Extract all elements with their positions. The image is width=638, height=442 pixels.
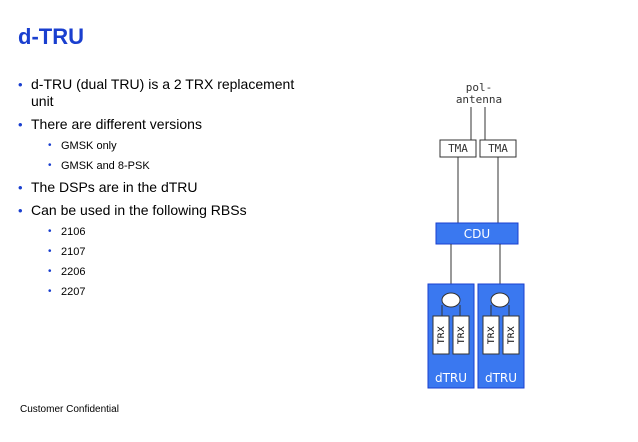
footer-confidential: Customer Confidential: [20, 404, 119, 415]
dtru-left-combiner: [441, 292, 461, 308]
bullet-dsps: The DSPs are in the dTRU: [18, 179, 338, 196]
slide-title: d-TRU: [18, 24, 84, 49]
trx-box-1: [432, 315, 450, 355]
sub-bullet-2207: 2207: [18, 285, 338, 299]
trx-box-2: [452, 315, 470, 355]
bullet-list: d-TRU (dual TRU) is a 2 TRX replacement …: [18, 76, 338, 305]
trx-label-2: TRX: [457, 326, 467, 345]
trx-label-1: TRX: [437, 326, 447, 345]
trx-box-3: [482, 315, 500, 355]
sub-bullet-gmsk-8psk: GMSK and 8-PSK: [18, 159, 338, 173]
bullet-versions: There are different versions: [18, 116, 338, 133]
dtru-left: TRX TRX dTRU: [427, 283, 475, 389]
antenna-label-line2: antenna: [456, 93, 502, 106]
sub-bullet-gmsk: GMSK only: [18, 139, 338, 153]
cdu-box: [435, 222, 519, 245]
bullet-text-line2: unit: [31, 93, 54, 109]
antenna-label-line1: pol-: [466, 81, 493, 94]
trx-label-3: TRX: [487, 326, 497, 345]
bullet-dtru-description: d-TRU (dual TRU) is a 2 TRX replacement …: [18, 76, 338, 110]
bullet-text-line1: d-TRU (dual TRU) is a 2 TRX replacement: [31, 76, 295, 92]
tma-left-label: TMA: [448, 142, 468, 155]
dtru-right: TRX TRX dTRU: [477, 283, 525, 389]
dtru-right-combiner: [490, 292, 510, 308]
sub-bullet-2106: 2106: [18, 225, 338, 239]
cdu-label: CDU: [464, 227, 490, 241]
sub-bullet-2107: 2107: [18, 245, 338, 259]
trx-label-4: TRX: [507, 326, 517, 345]
dtru-right-label: dTRU: [485, 371, 517, 385]
dtru-left-label: dTRU: [435, 371, 467, 385]
tma-right-label: TMA: [488, 142, 508, 155]
bullet-rbs: Can be used in the following RBSs: [18, 202, 338, 219]
trx-box-4: [502, 315, 520, 355]
sub-bullet-2206: 2206: [18, 265, 338, 279]
